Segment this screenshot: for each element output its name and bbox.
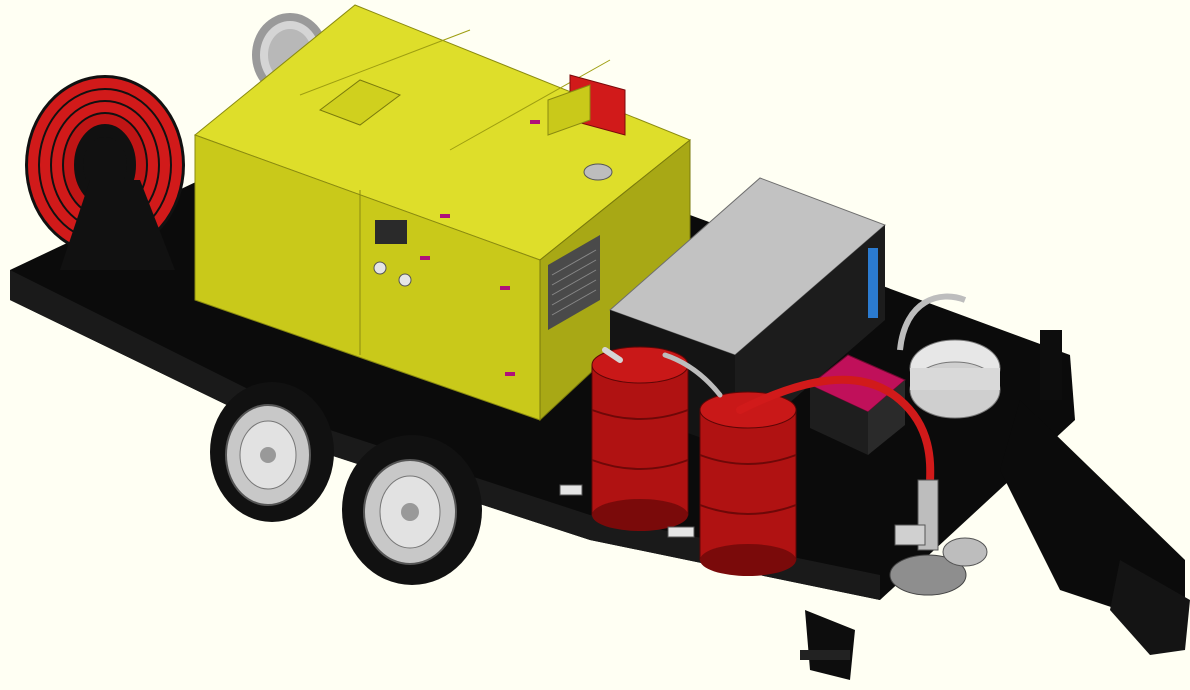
wheel-front <box>210 382 334 522</box>
red-drum-right <box>699 391 797 576</box>
generator-enclosure <box>193 4 691 422</box>
gauge-window <box>375 220 407 244</box>
hitch-coupler <box>1110 560 1190 655</box>
tandem-wheels <box>210 382 482 585</box>
front-post <box>1040 330 1062 400</box>
blue-pipe <box>868 248 878 318</box>
trailer-tongue <box>1000 400 1185 620</box>
wheel-rear <box>342 435 482 585</box>
hose-reel <box>25 75 185 270</box>
rear-stand <box>805 610 855 680</box>
silver-motor <box>897 293 1001 419</box>
fuel-cap <box>583 163 613 181</box>
red-drum-left <box>591 346 689 531</box>
pump-assembly <box>889 479 988 596</box>
reel-stand <box>60 180 175 270</box>
top-hatch <box>318 79 402 126</box>
valve-fittings <box>559 484 695 538</box>
red-hose <box>602 347 935 489</box>
